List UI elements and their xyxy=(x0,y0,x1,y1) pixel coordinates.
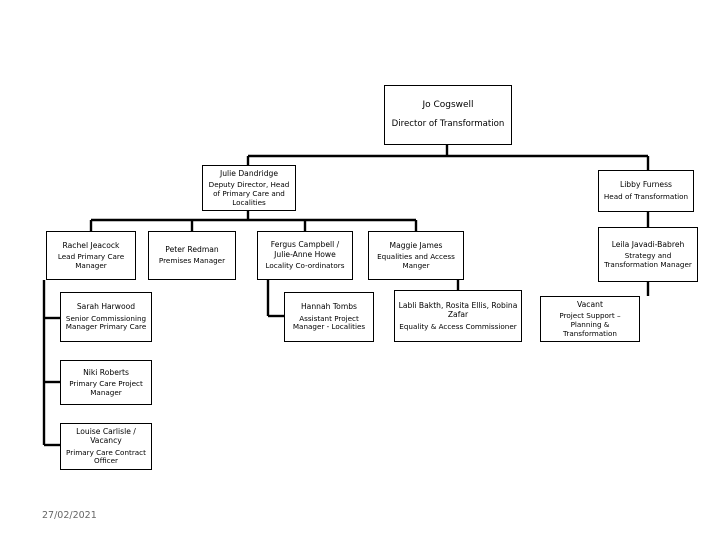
director-name: Jo Cogswell xyxy=(422,100,474,111)
manager-name: Peter Redman xyxy=(165,244,219,254)
manager-role: Locality Co-ordinators xyxy=(265,261,345,271)
manager-box-lead-primary-care: Rachel Jeacock Lead Primary Care Manager xyxy=(46,231,136,280)
head-transformation-name: Libby Furness xyxy=(619,180,673,190)
deputy-name: Julie Dandridge xyxy=(219,168,279,178)
strategy-manager-box: Leila Javadi-Babreh Strategy and Transfo… xyxy=(598,227,698,282)
staff-name: Vacant xyxy=(577,299,603,309)
staff-name: Louise Carlisle / Vacancy xyxy=(76,426,136,446)
staff-role: Primary Care Project Manager xyxy=(69,379,143,397)
staff-role: Project Support – Planning & Transformat… xyxy=(559,311,621,338)
manager-role: Premises Manager xyxy=(158,256,226,266)
staff-box-contract-officer: Louise Carlisle / Vacancy Primary Care C… xyxy=(60,423,152,470)
staff-box-senior-commissioning: Sarah Harwood Senior Commissioning Manag… xyxy=(60,292,152,342)
staff-box-project-manager: Niki Roberts Primary Care Project Manage… xyxy=(60,360,152,405)
staff-name: Sarah Harwood xyxy=(76,302,136,312)
deputy-box: Julie Dandridge Deputy Director, Head of… xyxy=(202,165,296,211)
manager-box-equalities: Maggie James Equalities and Access Mange… xyxy=(368,231,464,280)
staff-name: Hannah Tombs xyxy=(300,302,358,312)
manager-role: Equalities and Access Manger xyxy=(377,252,455,270)
staff-role: Primary Care Contract Officer xyxy=(66,447,146,466)
staff-role: Equality & Access Commissioner xyxy=(399,321,517,331)
staff-role: Assistant Project Manager - Localities xyxy=(292,313,366,332)
director-role: Director of Transformation xyxy=(391,119,505,130)
staff-box-project-support: Vacant Project Support – Planning & Tran… xyxy=(540,296,640,342)
strategy-manager-role: Strategy and Transformation Manager xyxy=(604,251,692,269)
strategy-manager-name: Leila Javadi-Babreh xyxy=(611,239,685,249)
manager-name: Rachel Jeacock xyxy=(62,240,120,250)
manager-role: Lead Primary Care Manager xyxy=(57,252,125,270)
head-transformation-role: Head of Transformation xyxy=(603,191,689,201)
footer-date: 27/02/2021 xyxy=(42,510,97,521)
manager-box-locality: Fergus Campbell / Julie-Anne Howe Locali… xyxy=(257,231,353,280)
manager-name: Maggie James xyxy=(389,240,443,250)
staff-box-assistant-project-manager: Hannah Tombs Assistant Project Manager -… xyxy=(284,292,374,342)
staff-name: Niki Roberts xyxy=(83,367,129,377)
manager-box-premises: Peter Redman Premises Manager xyxy=(148,231,236,280)
director-box: Jo Cogswell Director of Transformation xyxy=(384,85,512,145)
staff-box-equality-commissioner: Labli Bakth, Rosita Ellis, Robina Zafar … xyxy=(394,290,522,342)
deputy-role: Deputy Director, Head of Primary Care an… xyxy=(208,180,290,207)
staff-name: Labli Bakth, Rosita Ellis, Robina Zafar xyxy=(398,300,518,320)
head-transformation-box: Libby Furness Head of Transformation xyxy=(598,170,694,212)
manager-name: Fergus Campbell / Julie-Anne Howe xyxy=(270,240,340,259)
staff-role: Senior Commissioning Manager Primary Car… xyxy=(65,313,147,332)
